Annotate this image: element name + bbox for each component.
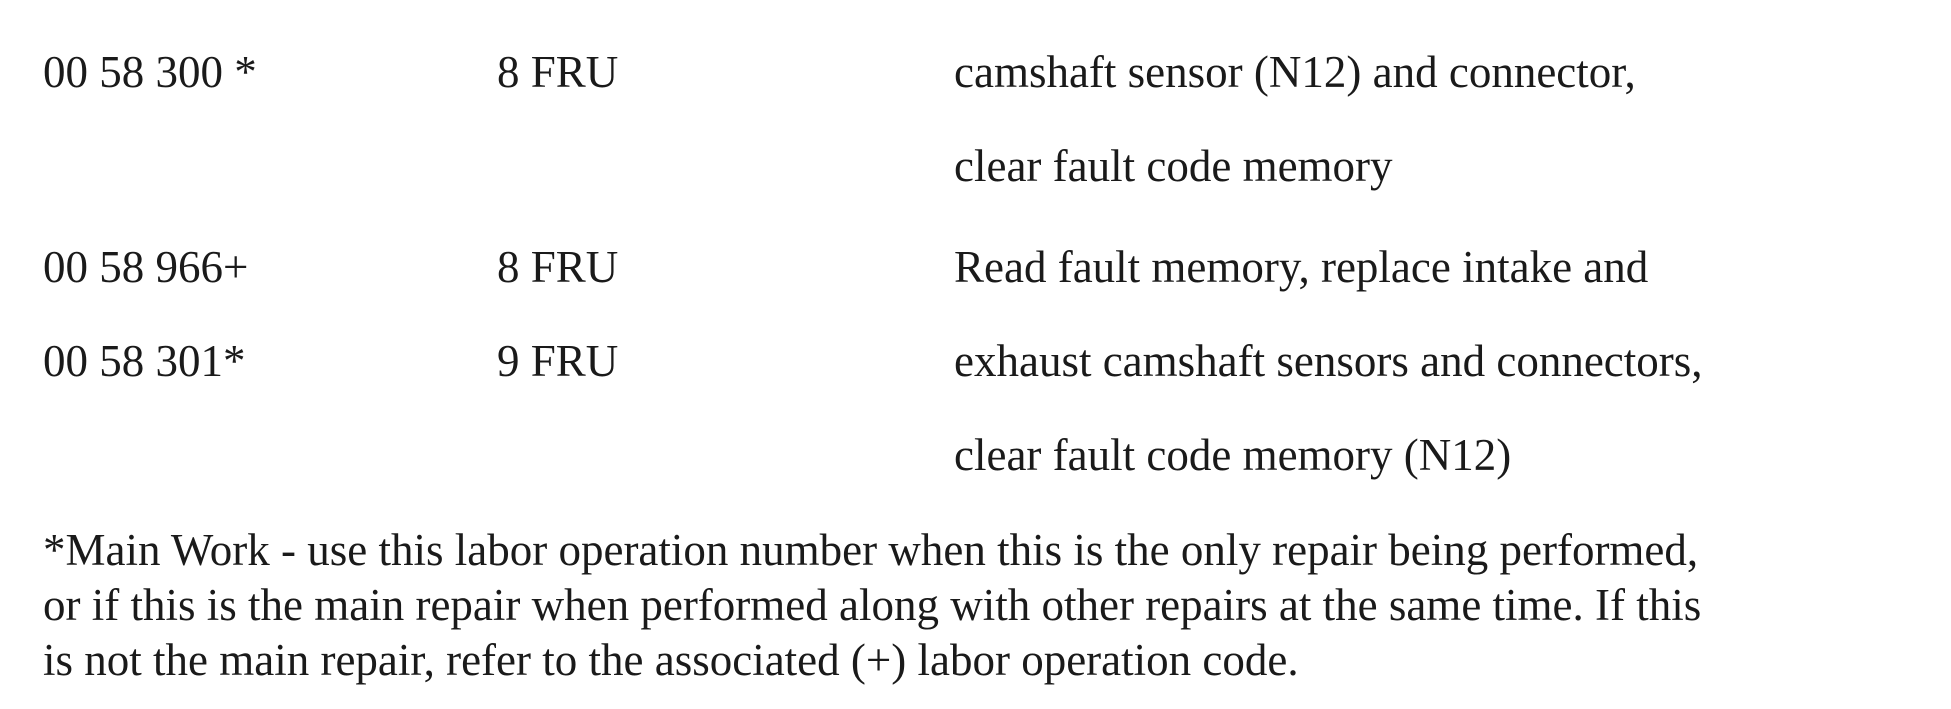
op-description: clear fault code memory (N12) [954,430,1512,480]
table-row: 00 58 966+ 8 FRU Read fault memory, repl… [0,237,1951,297]
op-description: clear fault code memory [954,141,1393,191]
table-row: 00 58 301* 9 FRU exhaust camshaft sensor… [0,331,1951,391]
op-code: 00 58 300 * [43,47,257,97]
main-work-footnote: *Main Work - use this labor operation nu… [43,523,1923,688]
footnote-line: or if this is the main repair when perfo… [43,580,1702,630]
fru-value: 8 FRU [497,242,619,292]
op-code: 00 58 966+ [43,242,249,292]
footnote-line: is not the main repair, refer to the ass… [43,635,1299,685]
table-row: 00 58 300 * 8 FRU camshaft sensor (N12) … [0,42,1951,102]
fru-value: 8 FRU [497,47,619,97]
op-description: camshaft sensor (N12) and connector, [954,47,1636,97]
op-description: exhaust camshaft sensors and connectors, [954,336,1703,386]
table-row: clear fault code memory (N12) [0,425,1951,485]
footnote-line: *Main Work - use this labor operation nu… [43,525,1699,575]
op-code: 00 58 301* [43,336,246,386]
op-description: Read fault memory, replace intake and [954,242,1649,292]
table-row: clear fault code memory [0,136,1951,196]
fru-value: 9 FRU [497,336,619,386]
